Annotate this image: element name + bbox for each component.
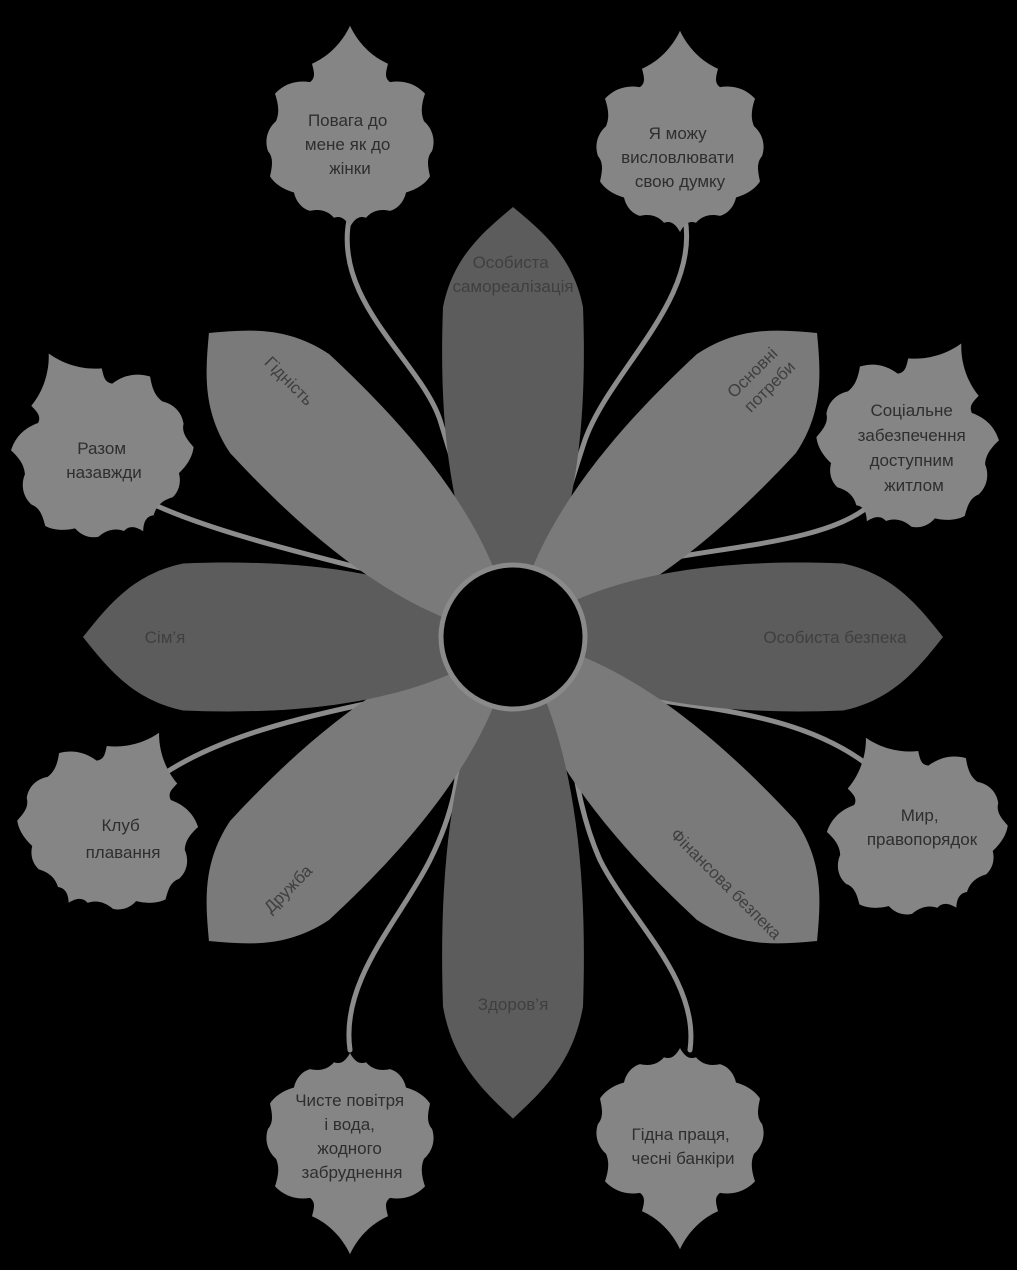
leaf-labels: Повага до мене як до жінки Я можу вислов… (66, 111, 977, 1182)
leaf-label-bottom-right-line1: Гідна праця, (632, 1125, 730, 1144)
leaf-label-right-lower-line2: правопорядок (867, 830, 978, 849)
leaf-label-left-upper: Разом назавжди (66, 439, 142, 482)
leaf-label-bottom-left: Чисте повітря і вода, жодного забрудненн… (295, 1091, 409, 1182)
leaf-label-top-right: Я можу висловлювати свою думку (621, 124, 739, 191)
leaf-label-top-left-line3: жінки (329, 159, 370, 178)
petal-label-bottom: Здоров’я (478, 995, 549, 1014)
stem-bottom-left (346, 737, 463, 1053)
leaf-label-left-lower-line1: Клуб (102, 816, 141, 835)
leaf-label-left-lower-line2: плавання (86, 843, 161, 862)
leaf-label-right-lower-line1: Мир, (901, 806, 939, 825)
leaf-label-top-left-line2: мене як до (305, 135, 390, 154)
petal-label-left: Сім’я (145, 628, 186, 647)
petal-label-top-line1: Особиста (473, 253, 550, 272)
petal-label-top: Особиста самореалізація (452, 253, 573, 296)
leaf-label-left-upper-line1: Разом (77, 439, 126, 458)
leaf-label-bottom-left-line4: забруднення (302, 1163, 403, 1182)
leaf-label-bottom-right: Гідна праця, чесні банкіри (631, 1125, 734, 1168)
petal-label-top-line2: самореалізація (452, 277, 573, 296)
center-disc (438, 562, 588, 712)
leaf-label-bottom-left-line1: Чисте повітря (295, 1091, 404, 1110)
leaf-label-bottom-left-line2: і вода, (324, 1115, 375, 1134)
leaf-label-right-upper-line4: житлом (884, 476, 944, 495)
leaf-label-top-right-line1: Я можу (649, 124, 708, 143)
leaf-label-right-upper: Соціальне забезпечення доступним житлом (858, 401, 971, 495)
leaf-label-bottom-right-line2: чесні банкіри (631, 1149, 734, 1168)
leaf-label-top-right-line2: висловлювати (621, 148, 734, 167)
petal-label-right: Особиста безпека (763, 628, 907, 647)
leaf-label-bottom-left-line3: жодного (317, 1139, 382, 1158)
leaf-label-right-upper-line2: забезпечення (858, 426, 966, 445)
leaf-label-top-right-line3: свою думку (635, 172, 726, 191)
leaf-label-left-upper-line2: назавжди (66, 463, 142, 482)
leaf-label-left-lower: Клуб плавання (86, 816, 161, 862)
leaf-label-right-upper-line1: Соціальне (870, 401, 952, 420)
leaf-label-right-lower: Мир, правопорядок (867, 806, 978, 849)
leaf-label-top-left: Повага до мене як до жінки (305, 111, 395, 178)
leaf-label-right-upper-line3: доступним (870, 451, 954, 470)
leaf-label-top-left-line1: Повага до (308, 111, 387, 130)
